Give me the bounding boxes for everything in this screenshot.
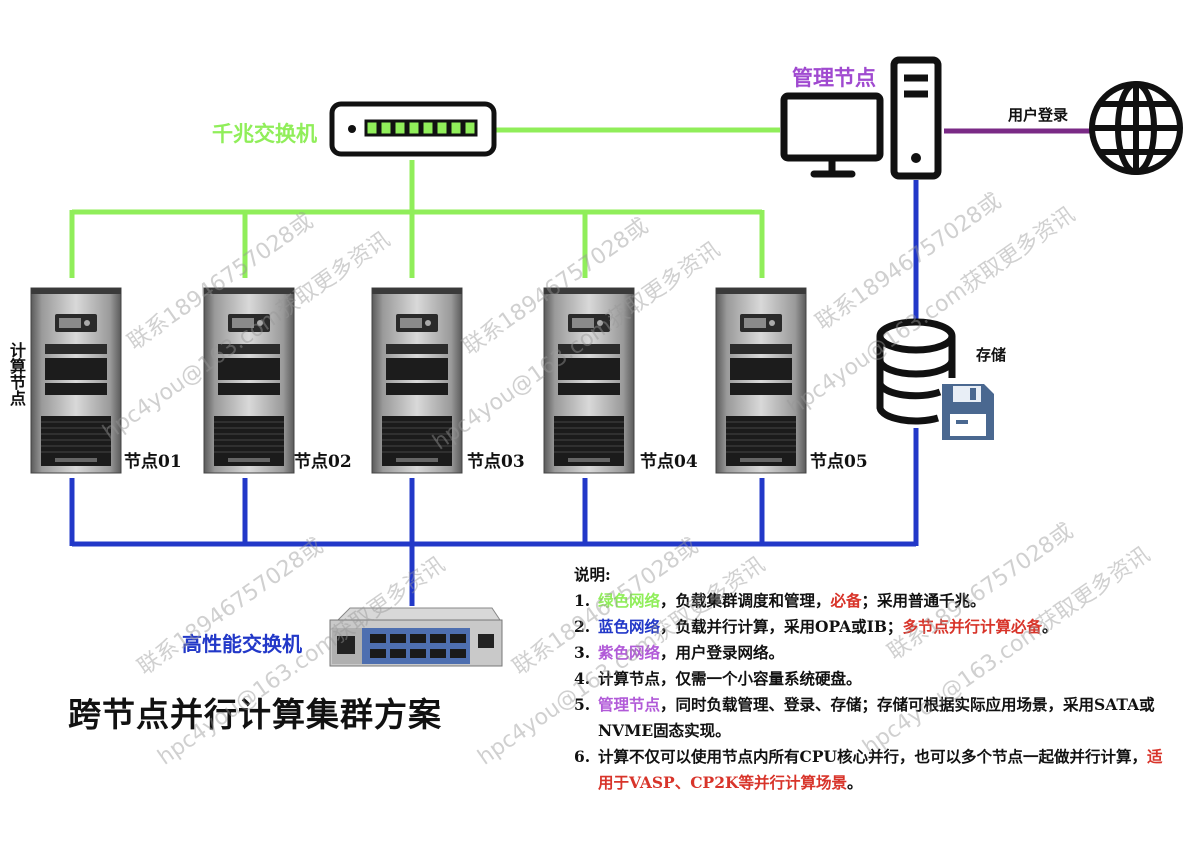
notes-list: 1. 绿色网络，负载集群调度和管理，必备；采用普通千兆。 2. 蓝色网络，负载并行计算… bbox=[574, 588, 1174, 796]
note-text: ，负载集群调度和管理， bbox=[660, 591, 831, 610]
note-item: 4. 计算节点，仅需一个小容量系统硬盘。 bbox=[574, 666, 1174, 692]
note-text: 必备 bbox=[830, 591, 862, 610]
note-text: 绿色网络 bbox=[598, 591, 661, 610]
note-text: 计算不仅可以使用节点内所有CPU核心并行，也可以多个节点一起做并行计算， bbox=[598, 747, 1148, 766]
note-text: ，同时负载管理、登录、存储；存储可根据实际应用场景，采用SATA或NVME固态实… bbox=[598, 695, 1155, 740]
rack-switch-icon bbox=[329, 607, 503, 667]
note-number: 3. bbox=[574, 643, 591, 662]
note-number: 6. bbox=[574, 747, 591, 766]
tower-server-icon bbox=[715, 287, 807, 474]
node-label: 节点04 bbox=[640, 452, 698, 472]
note-text: ；采用普通千兆。 bbox=[861, 591, 986, 610]
note-number: 1. bbox=[574, 591, 591, 610]
globe-icon bbox=[1089, 81, 1183, 175]
note-text: 。 bbox=[1041, 617, 1058, 636]
note-item: 5. 管理节点，同时负载管理、登录、存储；存储可根据实际应用场景，采用SATA或N… bbox=[574, 692, 1174, 744]
note-number: 5. bbox=[574, 695, 591, 714]
tower-server-icon bbox=[371, 287, 463, 474]
desktop-computer-icon bbox=[780, 56, 942, 180]
gigabit-switch-label: 千兆交换机 bbox=[212, 121, 317, 146]
note-text: 蓝色网络 bbox=[598, 617, 661, 636]
tower-server-icon bbox=[203, 287, 295, 474]
storage-label: 存储 bbox=[976, 346, 1007, 364]
management-node-label: 管理节点 bbox=[792, 65, 876, 90]
note-text: 。 bbox=[846, 773, 863, 792]
notes-panel: 说明: 1. 绿色网络，负载集群调度和管理，必备；采用普通千兆。 2. 蓝色网络，负载… bbox=[574, 562, 1174, 796]
note-text: 计算节点，仅需一个小容量系统硬盘。 bbox=[598, 669, 862, 688]
node-label: 节点03 bbox=[467, 452, 525, 472]
hpc-switch-label: 高性能交换机 bbox=[182, 632, 302, 656]
tower-server-icon bbox=[30, 287, 122, 474]
note-text: 适用于VASP、CP2K等并行计算场景 bbox=[598, 747, 1163, 792]
network-switch-icon bbox=[329, 101, 497, 157]
note-item: 3. 紫色网络，用户登录网络。 bbox=[574, 640, 1174, 666]
note-text: ，负载并行计算，采用OPA或IB； bbox=[660, 617, 903, 636]
note-text: 紫色网络 bbox=[598, 643, 661, 662]
note-number: 2. bbox=[574, 617, 591, 636]
node-label: 节点05 bbox=[810, 452, 868, 472]
database-floppy-icon bbox=[876, 318, 994, 440]
note-text: 多节点并行计算必备 bbox=[902, 617, 1042, 636]
green-network bbox=[69, 127, 780, 278]
user-login-label: 用户登录 bbox=[1008, 106, 1069, 124]
notes-title: 说明: bbox=[574, 565, 611, 584]
tower-server-icon bbox=[543, 287, 635, 474]
note-number: 4. bbox=[574, 669, 591, 688]
note-text: ，用户登录网络。 bbox=[660, 643, 785, 662]
note-item: 2. 蓝色网络，负载并行计算，采用OPA或IB；多节点并行计算必备。 bbox=[574, 614, 1174, 640]
compute-nodes-group-label: 计算节点 bbox=[7, 342, 26, 406]
page-title: 跨节点并行计算集群方案 bbox=[68, 695, 442, 734]
note-item: 1. 绿色网络，负载集群调度和管理，必备；采用普通千兆。 bbox=[574, 588, 1174, 614]
note-text: 管理节点 bbox=[598, 695, 661, 714]
blue-network bbox=[69, 180, 919, 606]
node-label: 节点01 bbox=[124, 452, 182, 472]
note-item: 6. 计算不仅可以使用节点内所有CPU核心并行，也可以多个节点一起做并行计算，适用… bbox=[574, 744, 1174, 796]
node-label: 节点02 bbox=[294, 452, 352, 472]
